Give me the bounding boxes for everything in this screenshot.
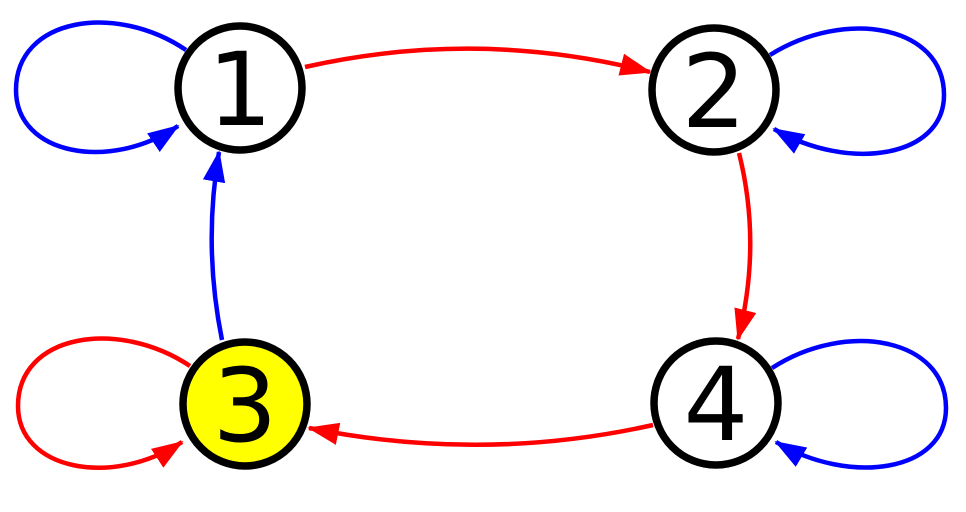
node-3: 3 bbox=[179, 338, 311, 470]
node-1: 1 bbox=[174, 22, 306, 154]
node-4: 4 bbox=[650, 337, 782, 469]
edge-2-to-4 bbox=[734, 152, 757, 341]
self-loop-node-2 bbox=[768, 26, 947, 156]
edge-1-to-2 bbox=[304, 46, 652, 76]
edge-3-to-1 bbox=[202, 150, 226, 341]
node-3-circle bbox=[179, 338, 311, 470]
node-4-label: 4 bbox=[684, 346, 749, 465]
node-3-label: 3 bbox=[213, 347, 278, 466]
node-1-label: 1 bbox=[208, 31, 273, 150]
node-2-circle bbox=[648, 24, 780, 156]
self-loop-node-3 bbox=[15, 336, 192, 470]
node-4-circle bbox=[650, 337, 782, 469]
self-loop-node-1 bbox=[13, 20, 188, 155]
node-1-circle bbox=[174, 22, 306, 154]
node-2: 2 bbox=[648, 24, 780, 156]
self-loop-node-4 bbox=[770, 338, 949, 470]
edge-4-to-3 bbox=[307, 422, 654, 448]
node-2-label: 2 bbox=[682, 33, 747, 152]
